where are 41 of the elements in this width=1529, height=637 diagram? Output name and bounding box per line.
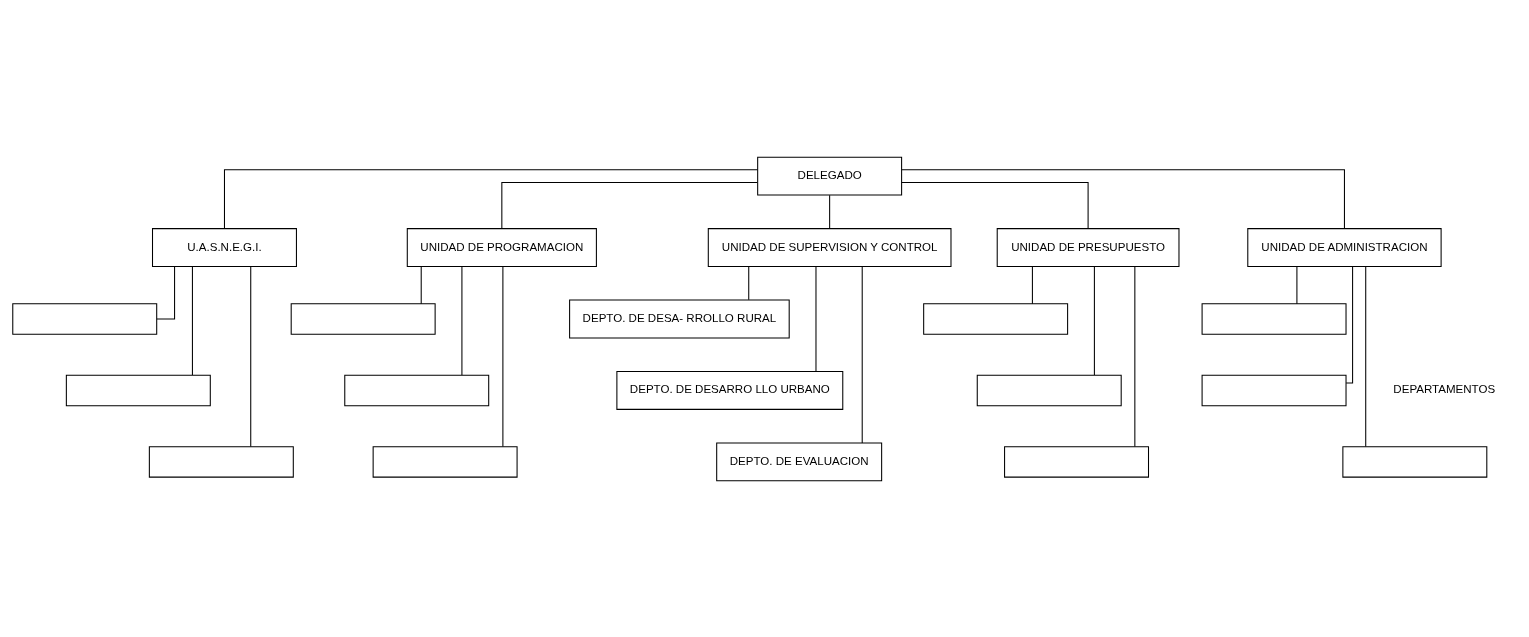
- label: DEPARTAMENTOS: [1393, 382, 1496, 395]
- node-box: [923, 302, 1069, 335]
- node-box: [65, 374, 211, 406]
- node-box: [290, 302, 436, 335]
- connector: [1134, 265, 1136, 447]
- node-box: U.A.S.N.E.G.I.: [152, 227, 297, 267]
- connector: [1031, 265, 1033, 304]
- connector: [461, 265, 463, 375]
- connector: [501, 181, 758, 229]
- connector: [861, 265, 863, 443]
- connector: [901, 168, 1345, 229]
- node-box: [1201, 374, 1347, 406]
- node-box: [12, 302, 158, 335]
- connector: [1345, 265, 1354, 384]
- connector: [1365, 265, 1367, 447]
- connector: [420, 265, 422, 304]
- connector: [901, 181, 1089, 229]
- connector: [250, 265, 252, 447]
- node-box: UNIDAD DE SUPERVISION Y CONTROL: [707, 227, 952, 267]
- node-box: [344, 374, 490, 406]
- connector: [748, 265, 750, 300]
- node-box: UNIDAD DE PRESUPUESTO: [996, 227, 1180, 267]
- connector: [1296, 265, 1298, 304]
- connector: [223, 168, 759, 229]
- node-box: DEPTO. DE EVALUACION: [716, 441, 883, 481]
- connector: [829, 194, 831, 229]
- node-box: [976, 374, 1122, 406]
- node-box: UNIDAD DE ADMINISTRACION: [1247, 227, 1442, 267]
- node-box: [1342, 445, 1488, 478]
- node-box: [372, 445, 518, 478]
- node-box: [1004, 445, 1150, 478]
- node-box: DEPTO. DE DESARRO LLO URBANO: [616, 370, 844, 410]
- node-box: [1201, 302, 1347, 335]
- node-box: [148, 445, 294, 478]
- connector: [502, 265, 504, 447]
- node-box: DEPTO. DE DESA- RROLLO RURAL: [569, 299, 790, 338]
- connector: [1093, 265, 1095, 375]
- connector: [815, 265, 817, 372]
- node-box: UNIDAD DE PROGRAMACION: [406, 227, 597, 267]
- connector: [191, 265, 193, 375]
- node-box: DELEGADO: [757, 156, 903, 196]
